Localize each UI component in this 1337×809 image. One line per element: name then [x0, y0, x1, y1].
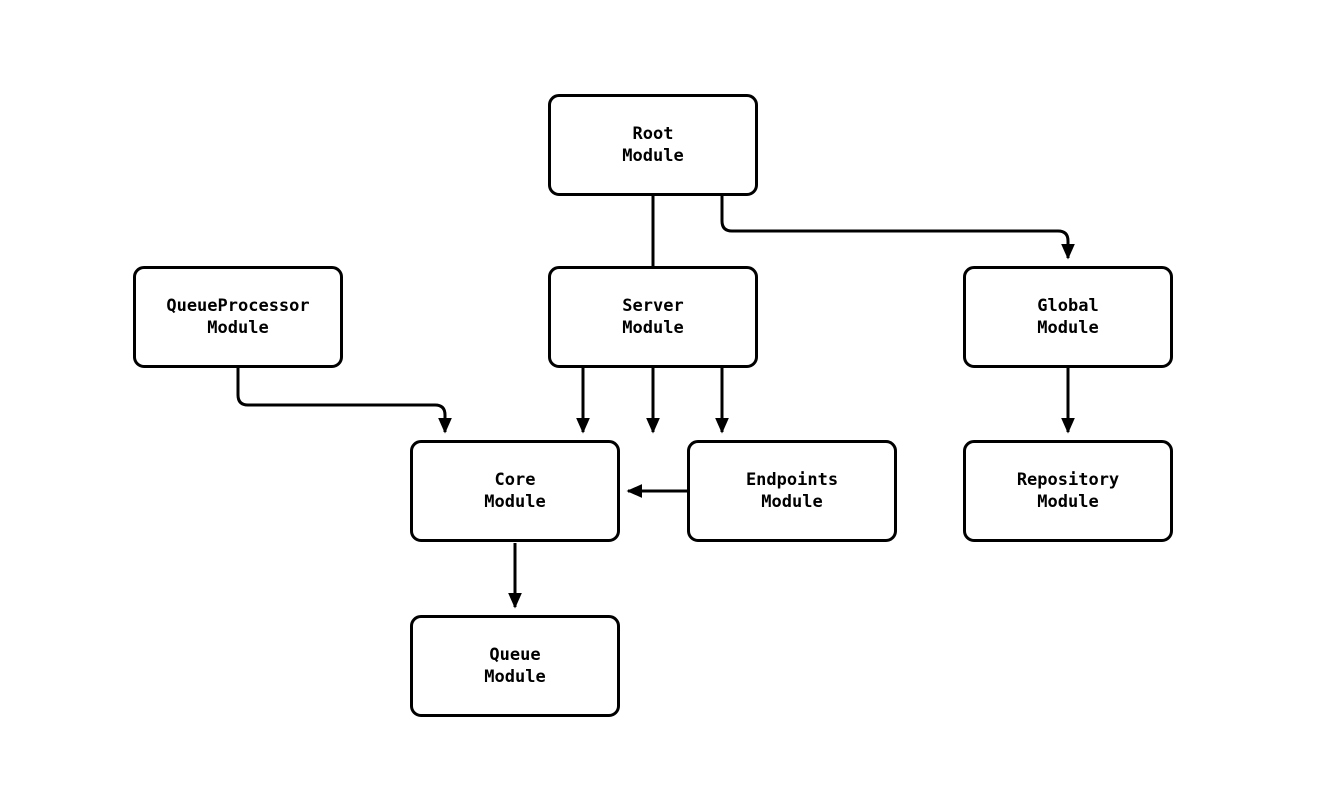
- node-root-module[interactable]: Root Module: [548, 94, 758, 196]
- node-core-module-line1: Core: [494, 470, 536, 490]
- node-queueprocessor-module-line2: Module: [207, 318, 269, 338]
- node-global-module-line2: Module: [1037, 318, 1099, 338]
- node-root-module-line2: Module: [622, 146, 684, 166]
- node-endpoints-module-line2: Module: [761, 492, 823, 512]
- node-core-module-line2: Module: [484, 492, 546, 512]
- node-queue-module[interactable]: Queue Module: [410, 615, 620, 717]
- node-queueprocessor-module[interactable]: QueueProcessor Module: [133, 266, 343, 368]
- node-core-module[interactable]: Core Module: [410, 440, 620, 542]
- edge-queueprocessor-to-core: [236, 368, 452, 434]
- node-global-module[interactable]: Global Module: [963, 266, 1173, 368]
- node-repository-module[interactable]: Repository Module: [963, 440, 1173, 542]
- node-queue-module-line1: Queue: [489, 645, 541, 665]
- node-server-module-line2: Module: [622, 318, 684, 338]
- node-queue-module-line2: Module: [484, 667, 546, 687]
- node-server-module[interactable]: Server Module: [548, 266, 758, 368]
- node-repository-module-line2: Module: [1037, 492, 1099, 512]
- node-endpoints-module[interactable]: Endpoints Module: [687, 440, 897, 542]
- node-queueprocessor-module-line1: QueueProcessor: [166, 296, 310, 316]
- node-root-module-line1: Root: [632, 124, 674, 144]
- node-endpoints-module-line1: Endpoints: [745, 470, 839, 490]
- node-server-module-line1: Server: [622, 296, 684, 316]
- node-global-module-line1: Global: [1037, 296, 1099, 316]
- node-repository-module-line1: Repository: [1016, 470, 1120, 490]
- edge-root-to-global: [720, 196, 1075, 260]
